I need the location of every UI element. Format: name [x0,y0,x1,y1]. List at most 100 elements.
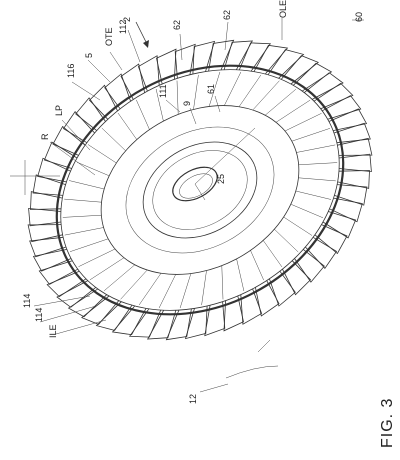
disk-spoke [291,128,331,142]
disk-spoke [117,112,138,140]
fan-blade [32,174,66,196]
disk-spoke [68,180,105,190]
label-112: 112 [118,20,128,34]
leader-lines [10,18,364,393]
fan-blade [32,249,72,272]
label-25: 25 [216,174,226,184]
fan-blades [27,39,373,341]
fan-blade [62,111,95,144]
fan-blade [337,170,370,189]
label-12: 12 [188,394,198,404]
fan-blade [329,197,363,223]
fan-blade [81,295,120,325]
disk-spoke [136,99,150,130]
disk-spoke [236,258,245,292]
label-LP: LP [54,105,64,116]
figure-caption: FIG. 3 [379,398,396,448]
bore-inner [179,173,213,199]
fan-blade [46,270,87,298]
disk-spoke [89,257,125,281]
fan-blade [269,270,296,307]
114a-leader [33,295,91,307]
fan-blade [75,97,106,131]
fan-blade [27,224,63,243]
disk-spoke [262,240,283,268]
disk-spoke [155,88,164,122]
fan-blade [95,301,133,331]
fan-blade [208,39,235,72]
label-111: 111 [158,84,168,98]
fan-blade [333,122,371,144]
sheet-label: 60 [354,12,364,22]
disk-spokes [62,71,338,309]
disk-spoke [64,198,102,203]
fan-blade [322,95,362,120]
disk-spoke [103,264,135,291]
fan-blade [184,305,208,340]
fan-blade [120,63,145,100]
fan-blade [43,141,78,169]
111-leader [165,99,181,113]
label-114b: 114 [34,308,44,322]
fan-blade [223,295,244,332]
fan-blade [253,44,289,75]
label-ILE: ILE [48,324,58,338]
9-leader [189,107,197,125]
disk-spoke [87,144,117,164]
disk-spoke [284,113,322,132]
disk-spoke [290,203,324,219]
label-9: 9 [182,101,192,106]
fan-blade [111,305,147,336]
fan-blade [280,55,319,85]
fan-blade [255,280,280,317]
disk-spoke [224,71,242,106]
5-leader [87,59,111,83]
label-114a: 114 [22,294,32,308]
fan-blade [174,43,196,79]
disk-spoke [120,269,148,300]
fan-blade [282,260,312,296]
fan-blade [30,191,63,210]
disk-spoke [76,161,110,177]
bore-hole [172,166,218,202]
fan-blade [128,308,162,338]
fan-blade [322,211,357,239]
label-OLE: OLE [278,0,288,18]
disk-spoke [78,248,116,267]
2-arrowhead [143,40,149,48]
label-OTE: OTE [104,27,114,46]
disk-spoke [64,227,104,236]
LP-leader [61,119,91,151]
fan-blade [305,236,338,269]
label-R: R [40,133,50,140]
disk-spoke [62,214,102,218]
fan-blade [304,72,344,100]
disk-hub-inner-ring [152,150,248,230]
fan-blade [28,207,62,227]
disk-hub-outer-ring [125,126,275,254]
disk-spoke [250,250,264,281]
axis-line [194,127,256,185]
label-61: 61 [206,84,216,94]
fan-blade [29,236,67,258]
disk-web-ring [100,105,300,275]
disk-spoke [298,162,338,166]
fan-blade [294,249,325,283]
fan-blade [156,48,177,85]
label-116: 116 [66,64,76,78]
disk-spoke [274,229,299,253]
label-5: 5 [84,53,94,58]
label-62a: 62 [172,20,182,30]
61-leader [214,95,221,113]
disk-spoke [221,265,224,300]
disk-spoke [208,71,221,107]
fan-blade [223,40,254,70]
fan-blade [334,184,368,206]
fan-blade [52,125,86,156]
label-62b: 62 [222,10,232,20]
disk-spoke [283,216,313,236]
fan-blade [104,73,131,110]
disk-spoke [193,74,199,110]
fan-blade [240,288,263,325]
